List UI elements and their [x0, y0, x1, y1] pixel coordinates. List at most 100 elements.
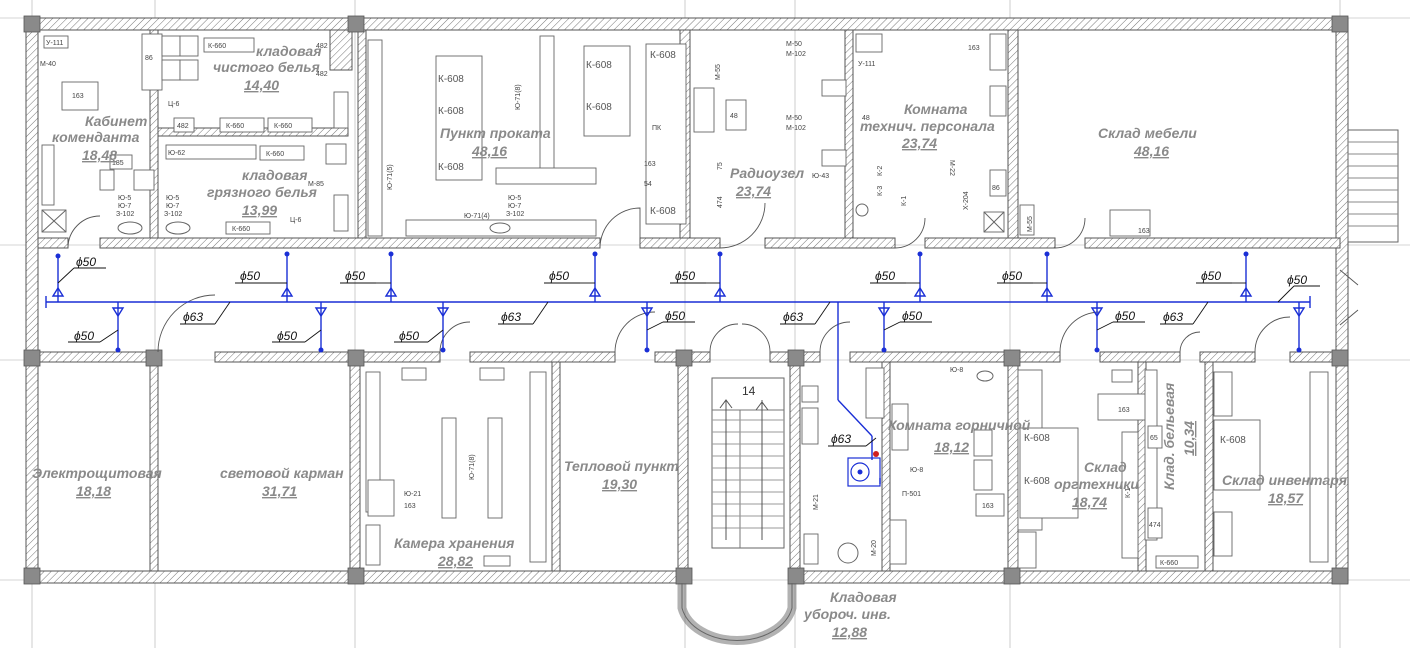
room-name: технич. персонала — [860, 118, 995, 134]
svg-text:474: 474 — [1149, 522, 1161, 529]
svg-text:Ц-6: Ц-6 — [168, 101, 180, 108]
room-name: Камера хранения — [394, 535, 514, 551]
room-name: Комната — [904, 101, 968, 117]
svg-text:З-102: З-102 — [506, 211, 524, 218]
svg-text:48: 48 — [862, 115, 870, 122]
svg-text:65: 65 — [1150, 435, 1158, 442]
svg-text:П-501: П-501 — [902, 491, 921, 498]
svg-text:163: 163 — [1118, 407, 1130, 414]
svg-text:86: 86 — [145, 55, 153, 62]
svg-text:К-660: К-660 — [232, 226, 250, 233]
svg-text:К-1: К-1 — [1125, 488, 1132, 498]
svg-text:Ю-71(8): Ю-71(8) — [515, 84, 522, 110]
svg-text:К-608: К-608 — [1024, 476, 1050, 487]
svg-text:М-21: М-21 — [813, 494, 820, 510]
svg-text:М-50: М-50 — [786, 115, 802, 122]
room-name: Кабинет — [85, 113, 147, 129]
pipe-label-d50: ϕ50 — [399, 329, 419, 343]
room-name: Радиоузел — [730, 165, 804, 181]
svg-text:К-608: К-608 — [1024, 433, 1050, 444]
svg-text:75: 75 — [717, 162, 724, 170]
svg-text:К-660: К-660 — [266, 151, 284, 158]
svg-text:М-55: М-55 — [1027, 216, 1034, 232]
svg-text:163: 163 — [982, 503, 994, 510]
svg-text:М-22: М-22 — [948, 160, 955, 176]
pipe-network — [45, 251, 1311, 484]
pipe-label-d50: ϕ50 — [675, 269, 695, 283]
svg-text:Ю-71(4): Ю-71(4) — [464, 213, 490, 220]
svg-text:Ю-21: Ю-21 — [404, 491, 421, 498]
room-area: 28,82 — [437, 553, 473, 569]
svg-text:К-608: К-608 — [438, 74, 464, 85]
svg-text:482: 482 — [316, 43, 328, 50]
svg-text:ПК: ПК — [652, 125, 662, 132]
room-name: световой карман — [220, 465, 344, 481]
room-area: 19,30 — [602, 476, 637, 492]
pipe-label-d50: ϕ50 — [1002, 269, 1022, 283]
pipe-label-d50: ϕ50 — [1287, 273, 1307, 287]
pipe-label-d63: ϕ63 — [1163, 310, 1183, 324]
svg-text:Ю-71(5): Ю-71(5) — [387, 164, 394, 190]
svg-text:474: 474 — [717, 196, 724, 208]
room-name: убороч. инв. — [803, 606, 891, 622]
svg-text:У-111: У-111 — [46, 40, 64, 47]
room-name: Склад мебели — [1098, 125, 1197, 141]
room-area: 48,16 — [471, 143, 507, 159]
svg-text:М-40: М-40 — [40, 61, 56, 68]
room-name: Пункт проката — [440, 125, 551, 141]
svg-text:48: 48 — [730, 113, 738, 120]
staircase: 14 — [677, 377, 797, 645]
pipe-label-d50: ϕ50 — [1115, 309, 1135, 323]
pipe-label-d63: ϕ63 — [831, 432, 851, 446]
svg-text:Ц-6: Ц-6 — [290, 217, 302, 224]
room-name: Электрощитовая — [32, 465, 162, 481]
pipe-label-d50: ϕ50 — [549, 269, 569, 283]
room-area: 23,74 — [735, 183, 771, 199]
svg-text:З-102: З-102 — [116, 211, 134, 218]
svg-text:К-3: К-3 — [877, 186, 884, 196]
pipe-leaders — [57, 267, 1320, 447]
svg-text:482: 482 — [177, 123, 189, 130]
room-area: 18,48 — [82, 147, 117, 163]
svg-text:З-102: З-102 — [164, 211, 182, 218]
room-name: грязного белья — [207, 184, 317, 200]
stair-number: 14 — [742, 384, 756, 398]
svg-text:Ю-62: Ю-62 — [168, 150, 185, 157]
room-area: 48,16 — [1133, 143, 1169, 159]
svg-text:М-102: М-102 — [786, 125, 806, 132]
svg-text:Ю-43: Ю-43 — [812, 173, 829, 180]
svg-text:163: 163 — [72, 93, 84, 100]
svg-text:Ю-8: Ю-8 — [910, 467, 923, 474]
pipe-labels: ϕ50 ϕ50 ϕ50 ϕ50 ϕ50 ϕ50 ϕ50 ϕ50 ϕ50 ϕ50 … — [74, 255, 1307, 446]
room-area: 31,71 — [262, 483, 297, 499]
room-name: коменданта — [52, 129, 140, 145]
pipe-label-d63: ϕ63 — [501, 310, 521, 324]
svg-text:К-608: К-608 — [438, 106, 464, 117]
svg-text:У-111: У-111 — [858, 61, 876, 68]
svg-text:185: 185 — [112, 160, 124, 167]
room-name: оргтехники — [1054, 476, 1139, 492]
svg-text:К-2: К-2 — [877, 166, 884, 176]
room-area: 13,99 — [242, 202, 277, 218]
svg-text:К-608: К-608 — [586, 60, 612, 71]
svg-text:Ю-7: Ю-7 — [508, 203, 521, 210]
pipe-label-d50: ϕ50 — [902, 309, 922, 323]
pipe-label-d50: ϕ50 — [240, 269, 260, 283]
doors — [67, 202, 1359, 353]
room-name: кладовая — [242, 167, 307, 183]
svg-text:Ю-8: Ю-8 — [950, 367, 963, 374]
svg-text:163: 163 — [968, 45, 980, 52]
pipe-label-d50: ϕ50 — [345, 269, 365, 283]
svg-text:163: 163 — [404, 503, 416, 510]
exterior-stair — [1347, 129, 1399, 243]
svg-text:К-660: К-660 — [274, 123, 292, 130]
svg-text:163: 163 — [644, 161, 656, 168]
svg-text:К-660: К-660 — [208, 43, 226, 50]
room-area: 18,74 — [1072, 494, 1107, 510]
pipe-label-d50: ϕ50 — [1201, 269, 1221, 283]
svg-text:М-55: М-55 — [715, 64, 722, 80]
pipe-label-d50: ϕ50 — [76, 255, 96, 269]
room-name: Склад — [1084, 459, 1127, 475]
svg-text:М-102: М-102 — [786, 51, 806, 58]
room-name: Комната горничной — [888, 417, 1031, 433]
